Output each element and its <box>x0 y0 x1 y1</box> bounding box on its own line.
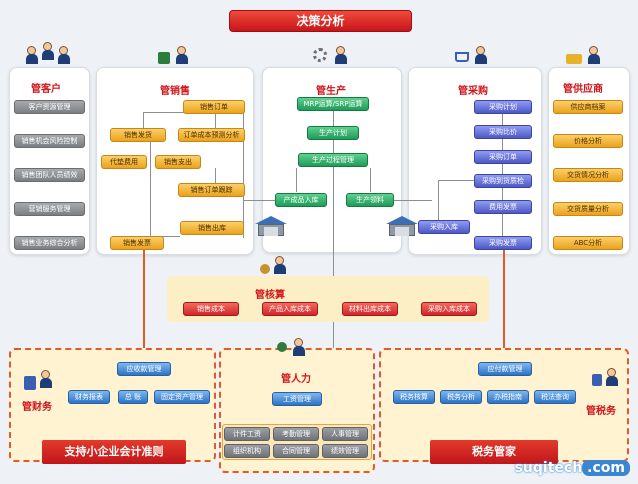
finance-item[interactable]: 总 账 <box>118 390 148 404</box>
finished-in-box[interactable]: 产成品入库 <box>275 193 327 207</box>
finance-item[interactable]: 财务报表 <box>68 390 110 404</box>
hr-item[interactable]: 组织机构 <box>224 444 270 458</box>
tax-title: 管税务 <box>586 406 616 417</box>
payable-box[interactable]: 应付款管理 <box>478 362 532 376</box>
hr-person-icon <box>277 338 317 366</box>
expense-invoice-box[interactable]: 费用发票 <box>474 200 532 214</box>
hr-item[interactable]: 计件工资 <box>224 427 270 441</box>
production-plan-box[interactable]: 生产计划 <box>307 126 359 140</box>
finance-title: 管财务 <box>22 402 52 413</box>
tax-item[interactable]: 税务分析 <box>440 390 482 404</box>
sales-order-box[interactable]: 销售订单 <box>183 100 245 114</box>
supplier-item[interactable]: 供应商档案 <box>553 100 623 114</box>
tax-banner: 税务管家 <box>430 440 558 464</box>
page-title: 决策分析 <box>229 10 412 32</box>
hr-item[interactable]: 人事管理 <box>322 427 368 441</box>
customer-title: 管客户 <box>31 84 61 95</box>
supplier-item[interactable]: 交货质量分析 <box>553 202 623 216</box>
customer-item[interactable]: 销售团队人员绩效 <box>14 168 85 182</box>
sales-title: 管销售 <box>160 86 190 97</box>
production-title: 管生产 <box>316 86 346 97</box>
production-person-icon <box>313 44 357 72</box>
customer-people-icon <box>26 42 72 68</box>
warehouse-icon <box>255 216 287 238</box>
tax-person-icon <box>592 368 622 394</box>
supplier-item[interactable]: 价格分析 <box>553 134 623 148</box>
accounting-item[interactable]: 产品入库成本 <box>262 302 318 316</box>
purchase-plan-box[interactable]: 采购计划 <box>474 100 532 114</box>
purchase-person-icon <box>455 46 499 72</box>
supplier-title: 管供应商 <box>563 84 603 95</box>
arrival-check-box[interactable]: 采购到货质检 <box>474 174 532 188</box>
payroll-box[interactable]: 工资管理 <box>272 392 322 406</box>
sales-person-icon <box>158 46 198 72</box>
finance-item[interactable]: 固定资产管理 <box>154 390 210 404</box>
agent-fee-box[interactable]: 代垫费用 <box>101 155 147 169</box>
purchase-compare-box[interactable]: 采购比价 <box>474 125 532 139</box>
hr-title: 管人力 <box>281 374 311 385</box>
accounting-item[interactable]: 材料出库成本 <box>342 302 398 316</box>
hr-item[interactable]: 合同管理 <box>273 444 319 458</box>
warehouse-icon <box>386 216 418 238</box>
mrp-box[interactable]: MRP运算/SRP运算 <box>297 97 369 111</box>
tax-item[interactable]: 办税指南 <box>487 390 529 404</box>
sales-expense-box[interactable]: 销售支出 <box>155 155 201 169</box>
supplier-item[interactable]: ABC分析 <box>553 236 623 250</box>
purchase-inbound-box[interactable]: 采购入库 <box>418 220 470 234</box>
tax-item[interactable]: 税务核算 <box>393 390 435 404</box>
accounting-person-icon <box>260 256 290 282</box>
order-cost-box[interactable]: 订单成本预测分析 <box>178 128 245 142</box>
watermark-logo: suqitech.com <box>515 460 630 476</box>
customer-item[interactable]: 客户资源管理 <box>14 100 85 114</box>
customer-item[interactable]: 销售业务综合分析 <box>14 236 85 250</box>
finance-person-icon <box>24 370 58 396</box>
supplier-person-icon <box>566 46 612 72</box>
accounting-item[interactable]: 采购入库成本 <box>421 302 477 316</box>
accounting-title: 管核算 <box>255 290 285 301</box>
purchase-order-box[interactable]: 采购订单 <box>474 150 532 164</box>
sales-ship-box[interactable]: 销售发货 <box>110 128 166 142</box>
accounting-item[interactable]: 销售成本 <box>183 302 239 316</box>
receivable-box[interactable]: 应收款管理 <box>117 362 171 376</box>
customer-item[interactable]: 营销服务管理 <box>14 202 85 216</box>
purchase-invoice-box[interactable]: 采购发票 <box>474 236 532 250</box>
customer-item[interactable]: 销售机会风险控制 <box>14 134 85 148</box>
process-box[interactable]: 生产过程管理 <box>298 153 368 167</box>
purchase-title: 管采购 <box>458 86 488 97</box>
material-out-box[interactable]: 生产领料 <box>346 193 394 207</box>
finance-banner: 支持小企业会计准则 <box>42 440 186 464</box>
hr-item[interactable]: 绩效管理 <box>322 444 368 458</box>
sales-invoice-box[interactable]: 销售发票 <box>110 236 164 250</box>
customer-panel <box>9 67 90 255</box>
supplier-item[interactable]: 交货情况分析 <box>553 168 623 182</box>
tax-item[interactable]: 税法查询 <box>534 390 576 404</box>
supplier-panel <box>548 67 630 255</box>
sales-outbound-box[interactable]: 销售出库 <box>180 221 244 235</box>
hr-item[interactable]: 考勤管理 <box>273 427 319 441</box>
order-track-box[interactable]: 销售订单跟踪 <box>178 183 245 197</box>
